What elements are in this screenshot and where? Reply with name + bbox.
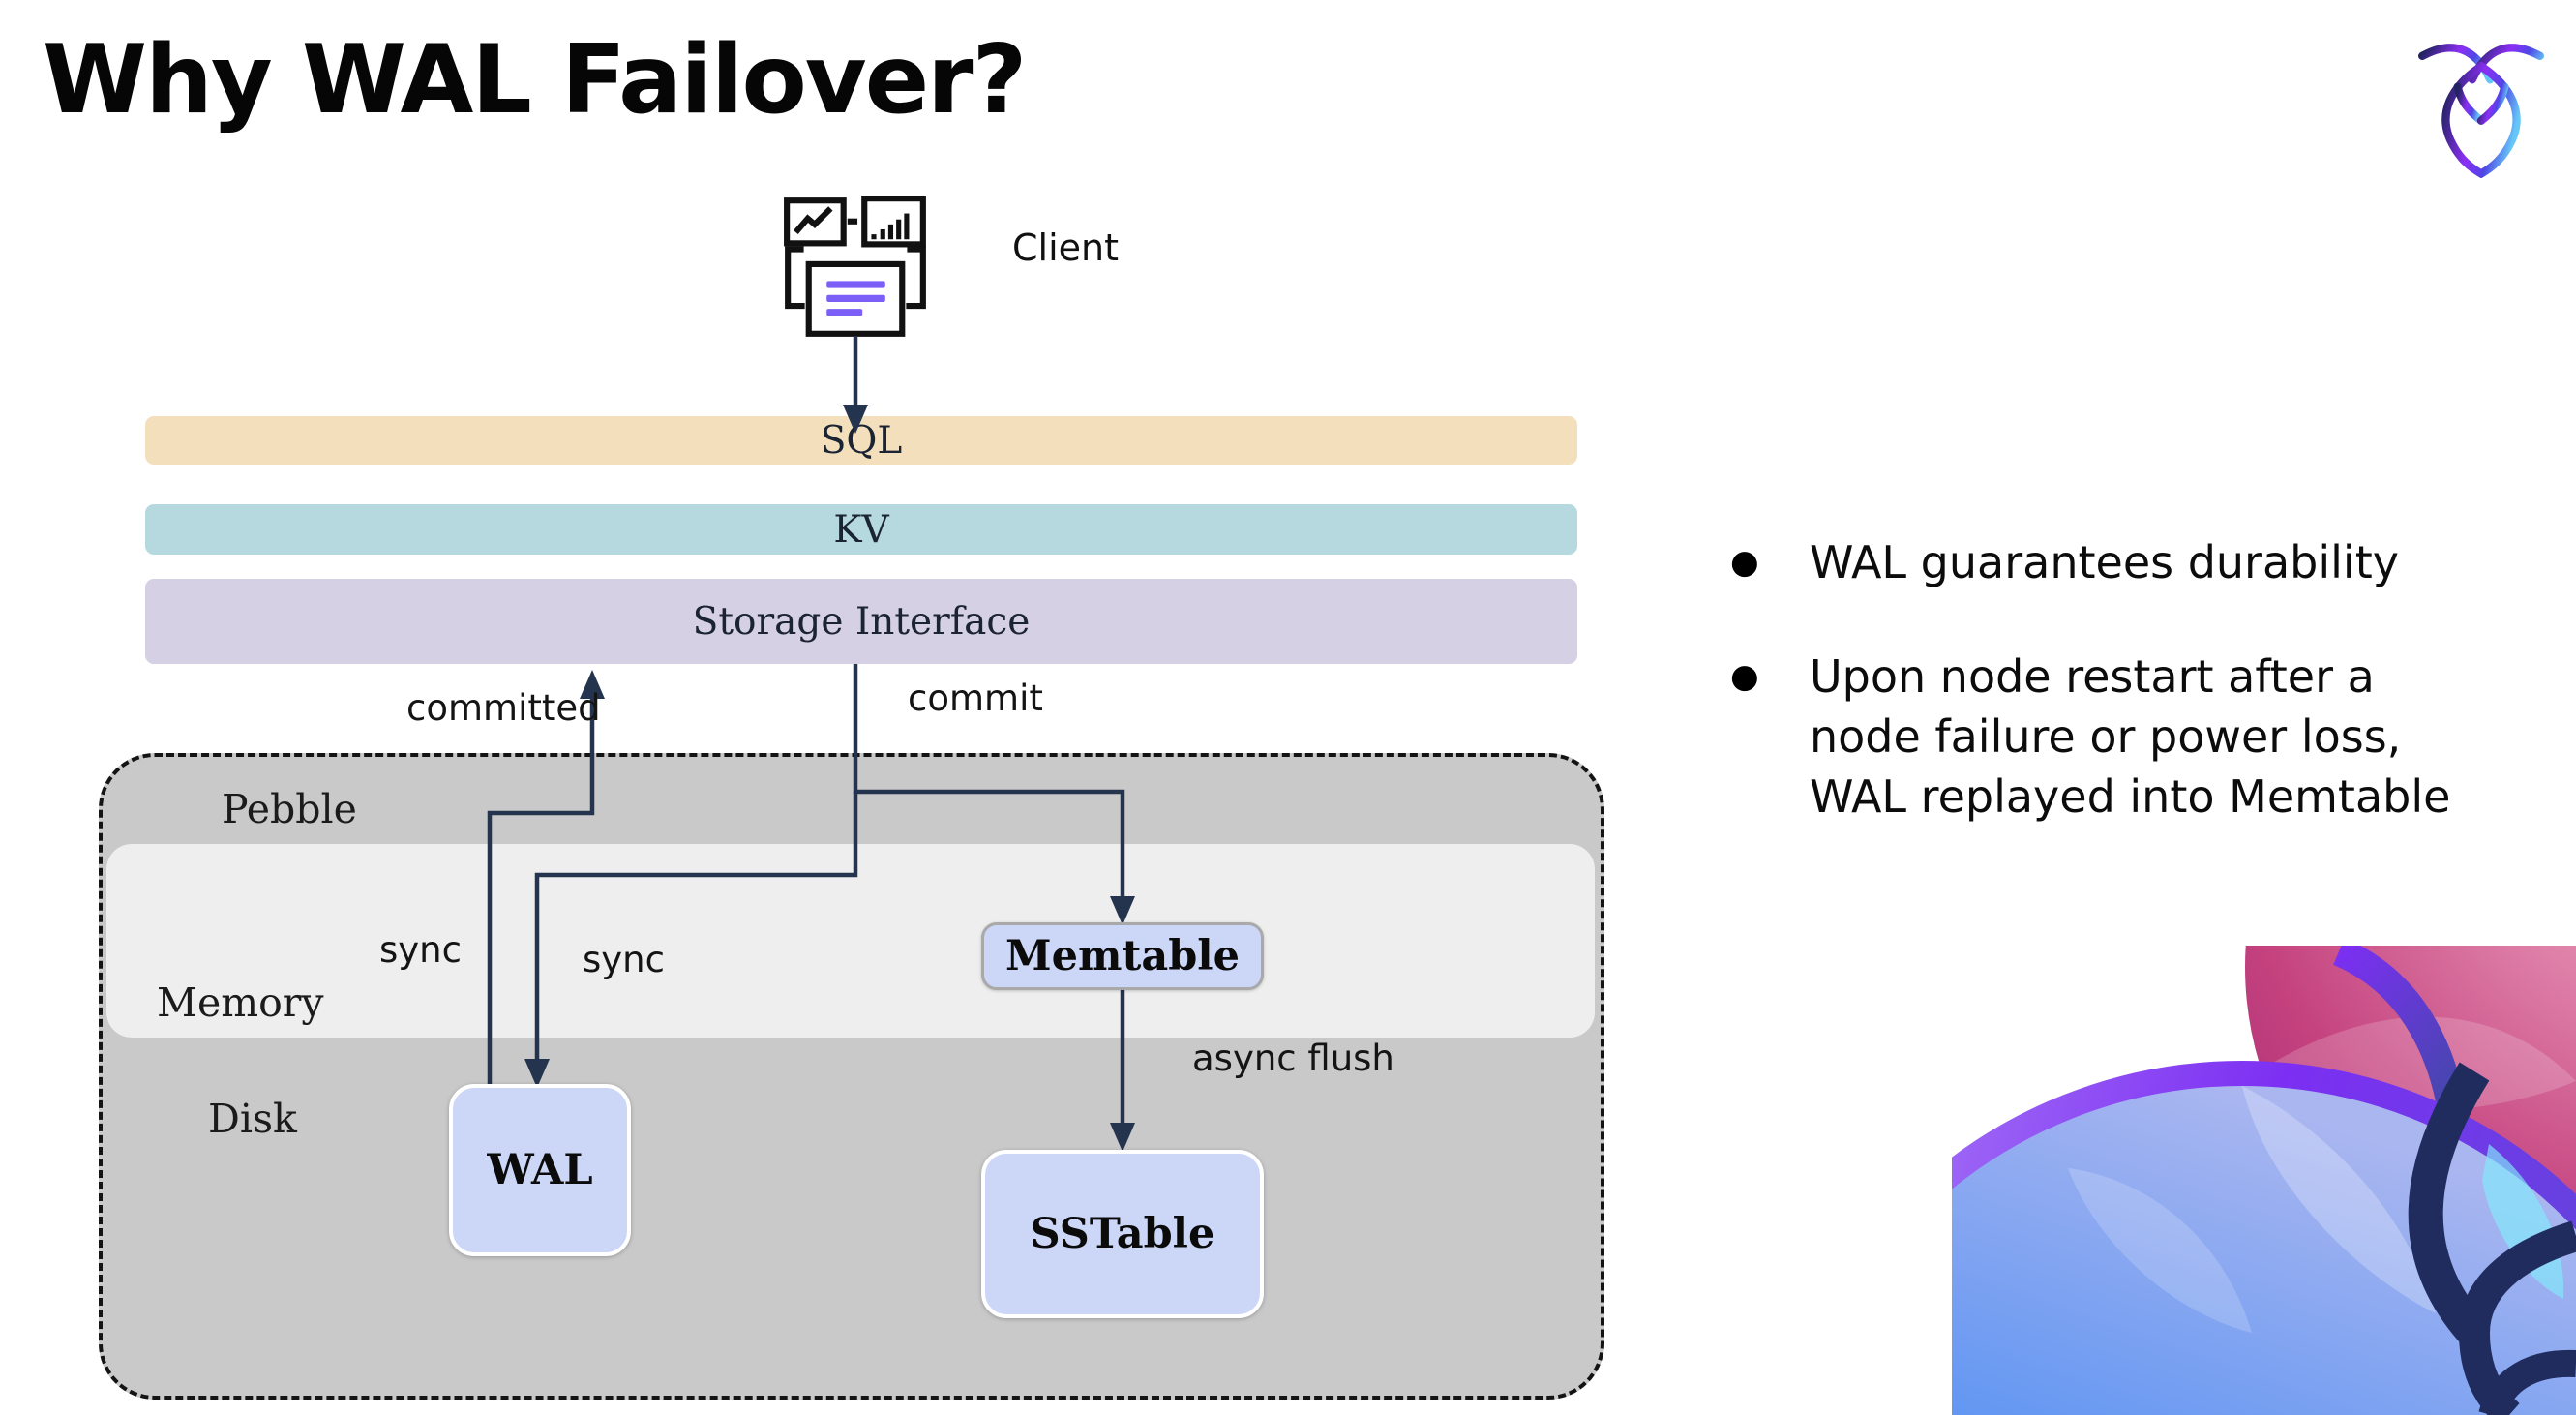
layer-bar-sql-label: SQL [820,418,903,463]
sstable-node-label: SSTable [1030,1210,1215,1258]
layer-bar-storage-interface-label: Storage Interface [692,599,1031,644]
disk-label: Disk [208,1096,297,1142]
memtable-node-label: Memtable [1005,932,1240,980]
memtable-node: Memtable [981,922,1264,990]
layer-bar-kv-label: KV [833,507,889,552]
edge-label-sync-left: sync [379,929,462,971]
edge-label-commit: commit [908,677,1043,719]
pebble-label: Pebble [222,786,357,832]
wal-node: WAL [449,1084,631,1256]
edge-label-sync-right: sync [583,939,665,980]
memory-label: Memory [157,979,324,1026]
layer-bar-kv: KV [145,504,1577,555]
bullet-text: Upon node restart after a node failure o… [1810,650,2451,823]
edge-label-committed: committed [406,687,601,729]
bullet-dot-icon: ● [1730,543,1759,582]
list-item: ● Upon node restart after a node failure… [1724,647,2537,827]
wal-node-label: WAL [487,1146,593,1194]
decor-spheres-graphic [1952,946,2576,1415]
bullet-list: ● WAL guarantees durability ● Upon node … [1724,532,2537,827]
layer-bar-sql: SQL [145,416,1577,465]
bullet-text: WAL guarantees durability [1810,536,2399,588]
bullet-dot-icon: ● [1730,657,1759,696]
client-label: Client [1012,226,1120,269]
layer-bar-storage-interface: Storage Interface [145,579,1577,664]
memory-band [106,844,1595,1038]
client-devices-icon [782,194,929,341]
sstable-node: SSTable [981,1150,1264,1318]
page-title: Why WAL Failover? [43,25,1027,135]
edge-label-async-flush: async flush [1192,1038,1394,1079]
cockroach-logo-icon [2408,31,2555,179]
list-item: ● WAL guarantees durability [1724,532,2537,592]
